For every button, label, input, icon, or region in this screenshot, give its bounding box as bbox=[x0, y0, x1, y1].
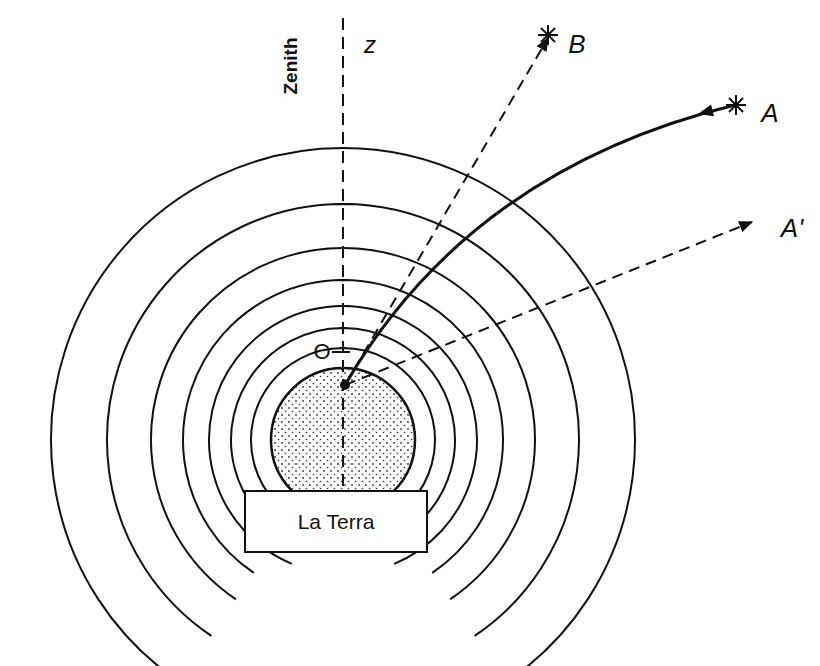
star-letter: A bbox=[761, 100, 778, 126]
apparent-direction-b bbox=[345, 38, 548, 385]
star-b bbox=[538, 25, 558, 45]
true-direction-a-prime bbox=[345, 222, 752, 385]
observer-tick bbox=[332, 351, 350, 353]
observer-dot bbox=[340, 380, 350, 390]
refracted-ray bbox=[345, 105, 735, 385]
star-letter: A' bbox=[781, 215, 803, 241]
star-a bbox=[726, 95, 746, 115]
zenith-label: Zenith bbox=[281, 38, 300, 95]
observer-letter: O bbox=[313, 341, 330, 363]
star-letter: B bbox=[568, 31, 585, 57]
zenith-line bbox=[342, 18, 344, 500]
axis-letter: z bbox=[364, 33, 376, 57]
ray-arrowhead bbox=[697, 105, 714, 120]
box-label: La Terra bbox=[298, 510, 375, 534]
caption-box: La Terra bbox=[244, 490, 428, 553]
